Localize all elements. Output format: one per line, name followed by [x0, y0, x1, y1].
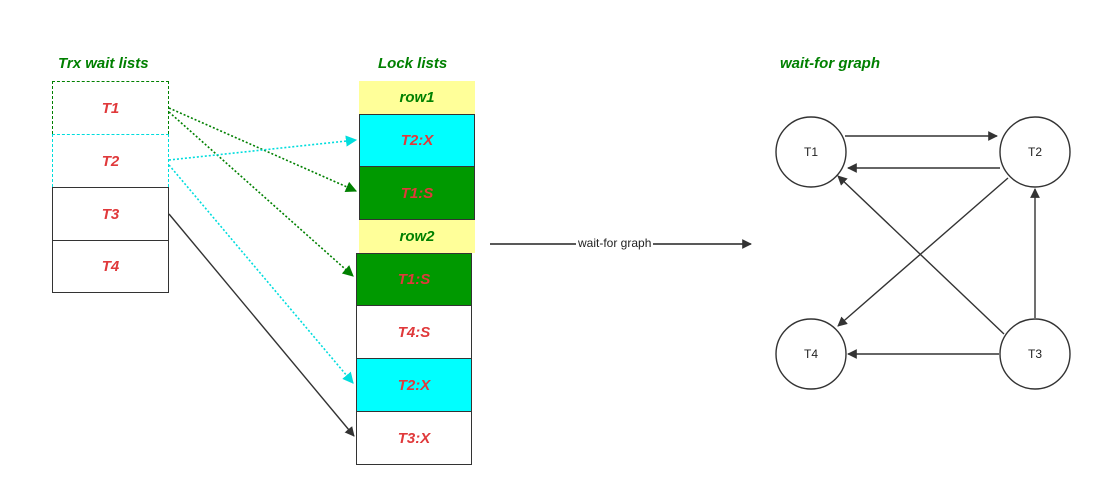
- lock-row1-entry-t2x: T2:X: [359, 114, 475, 167]
- graph-node-t3: [999, 318, 1071, 390]
- edge-t3-to-t1: [837, 175, 1005, 335]
- graph-node-t2-label: T2: [1027, 145, 1042, 159]
- wait-for-graph-arrow-label: wait-for graph: [576, 236, 654, 250]
- lock-row1-label: row1: [359, 81, 475, 114]
- t1-to-row2-t1s-arrow: [168, 111, 354, 277]
- trx-item-t3: T3: [52, 187, 169, 241]
- graph-node-t3-label: T3: [1027, 347, 1042, 361]
- lock-row2-label: row2: [359, 220, 475, 253]
- t3-to-t3x-arrow: [168, 213, 355, 437]
- lock-row2-entry-t2x: T2:X: [356, 358, 472, 412]
- lock-row1-entry-t1s: T1:S: [359, 166, 475, 220]
- t1-to-row1-t1s-arrow: [168, 107, 358, 193]
- graph-node-t4-label: T4: [803, 347, 818, 361]
- wait-for-graph-heading: wait-for graph: [780, 55, 880, 72]
- trx-item-t4: T4: [52, 240, 169, 293]
- edge-t2-to-t4: [837, 177, 1009, 327]
- lock-lists-heading: Lock lists: [378, 55, 448, 72]
- graph-node-t1-label: T1: [803, 145, 818, 159]
- trx-item-t1: T1: [52, 81, 169, 134]
- graph-node-t4: [775, 318, 847, 390]
- graph-node-t1: [775, 116, 847, 188]
- t2-to-row1-t2x-arrow: [168, 135, 358, 161]
- lock-row2-entry-t3x: T3:X: [356, 411, 472, 465]
- trx-item-t2: T2: [52, 134, 169, 187]
- trx-wait-lists-heading: Trx wait lists: [58, 55, 149, 72]
- graph-node-t2: [999, 116, 1071, 188]
- t2-to-row2-t2x-arrow: [168, 164, 354, 384]
- lock-row2-entry-t4s: T4:S: [356, 305, 472, 359]
- lock-row2-entry-t1s: T1:S: [356, 253, 472, 306]
